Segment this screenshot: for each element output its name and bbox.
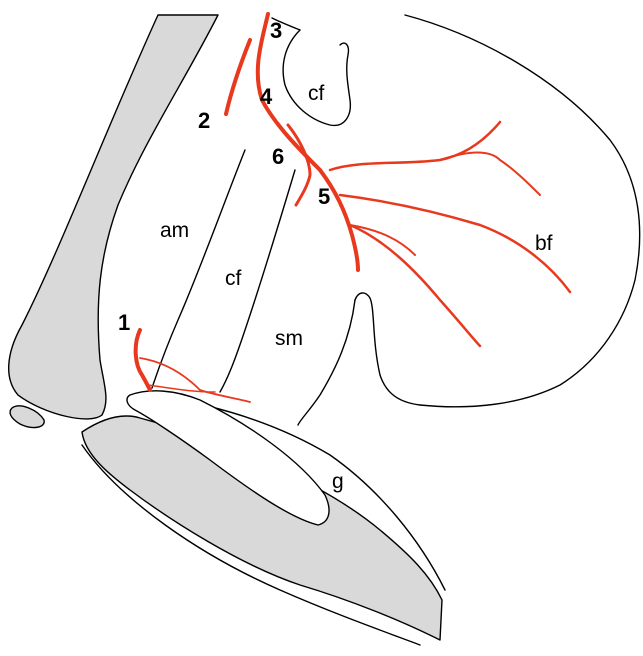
label-g: g: [332, 470, 344, 493]
nerve-branch-bf-1b: [440, 153, 540, 196]
nerve-branch-2: [226, 40, 250, 114]
label-number-5: 5: [318, 184, 330, 209]
sm-boundary: [298, 300, 355, 425]
nerve-network: [136, 14, 570, 402]
label-bf: bf: [535, 232, 553, 255]
small-bone-fragment: [10, 406, 44, 428]
label-cf-top: cf: [308, 82, 325, 105]
femur-bone: [9, 15, 218, 419]
nerve-branch-bf-1: [330, 122, 500, 170]
label-number-2: 2: [198, 108, 210, 133]
label-am: am: [160, 219, 189, 242]
label-number-6: 6: [272, 144, 284, 169]
nerve-branch-bf-3: [350, 225, 480, 346]
label-number-1: 1: [118, 310, 130, 335]
label-cf-mid: cf: [225, 267, 242, 290]
label-sm: sm: [275, 327, 303, 350]
nerve-branch-6: [288, 125, 310, 205]
label-number-4: 4: [260, 84, 273, 109]
label-number-3: 3: [270, 18, 282, 43]
nerve-main-trunk: [258, 14, 358, 270]
cf-top-outline: [283, 30, 350, 125]
body-contour: [355, 15, 640, 407]
